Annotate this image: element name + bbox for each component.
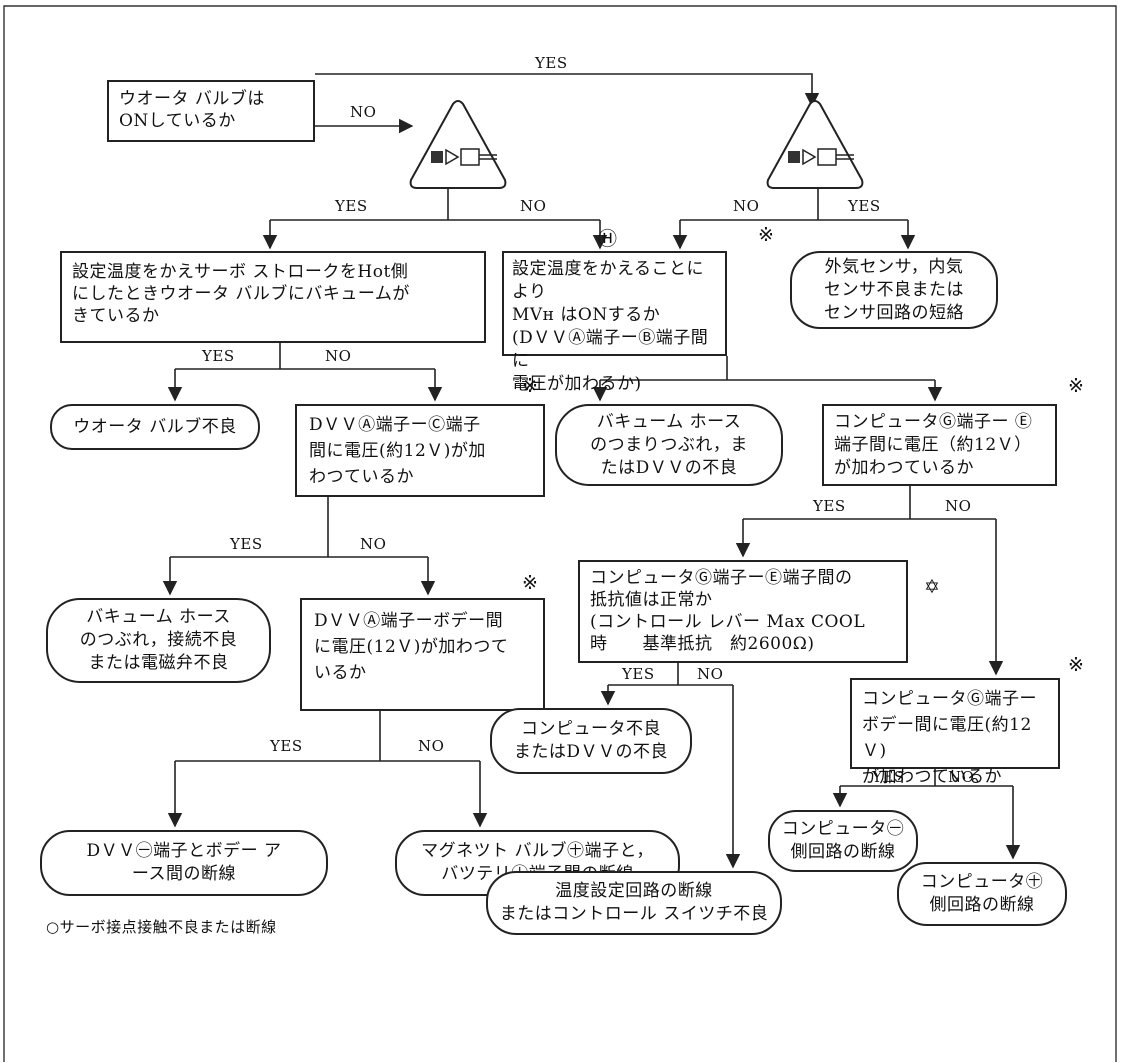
question-computer-g-body-voltage: コンピュータⒼ端子ー ボデー間に電圧(約12Ｖ) が加わつているか bbox=[850, 678, 1060, 787]
yes-label: YES bbox=[872, 768, 905, 786]
result-computer-dvv-bad: コンピュータ不良 またはDＶＶの不良 bbox=[490, 708, 692, 774]
no-label: NO bbox=[350, 103, 377, 121]
result-temp-circuit-switch: 温度設定回路の断線 またはコントロール スイツチ不良 bbox=[486, 871, 782, 935]
no-label: NO bbox=[948, 768, 974, 786]
check-triangle-icon bbox=[766, 100, 864, 189]
result-vacuum-hose-dvv: バキューム ホース のつまりつぶれ，ま たはDＶＶの不良 bbox=[555, 404, 783, 486]
question-dvv-a-c-voltage: DＶＶⒶ端子ーⒸ端子 間に電圧(約12Ｖ)が加 わつているか bbox=[295, 404, 545, 497]
yes-label: YES bbox=[622, 665, 655, 683]
no-label: NO bbox=[325, 347, 352, 365]
no-label: NO bbox=[945, 497, 972, 515]
note-mark: ※ bbox=[1068, 375, 1084, 397]
yes-label: YES bbox=[202, 347, 235, 365]
yes-label: YES bbox=[813, 497, 846, 515]
check-triangle-icon bbox=[409, 100, 507, 189]
no-label: NO bbox=[520, 197, 547, 215]
yes-label: YES bbox=[535, 54, 568, 72]
yes-label: YES bbox=[270, 737, 303, 755]
yes-label: YES bbox=[335, 197, 368, 215]
question-vacuum-at-hot: 設定温度をかえサーボ ストロークをHot側 にしたときウオータ バルブにバキュー… bbox=[60, 251, 486, 343]
note-mark: ※ bbox=[758, 224, 774, 246]
no-label: NO bbox=[697, 665, 724, 683]
question-computer-g-e-voltage: コンピュータⒼ端子ー Ⓔ 端子間に電圧（約12Ｖ） が加わつているか bbox=[822, 404, 1057, 486]
result-sensor-short: 外気センサ，内気 センサ不良または センサ回路の短絡 bbox=[790, 251, 998, 329]
yes-label: YES bbox=[848, 197, 881, 215]
result-vacuum-hose-solenoid: バキューム ホース のつぶれ，接続不良 または電磁弁不良 bbox=[46, 598, 271, 683]
result-water-valve-bad: ウオータ バルブ不良 bbox=[50, 404, 260, 450]
question-water-valve-on: ウオータ バルブは ONしているか bbox=[107, 80, 315, 142]
question-computer-g-e-resistance: コンピュータⒼ端子ーⒺ端子間の 抵抗値は正常か (コントロール レバー Max … bbox=[578, 560, 908, 663]
no-label: NO bbox=[733, 197, 760, 215]
star-mark: ✡ bbox=[924, 576, 940, 598]
note-mark: ※ bbox=[522, 375, 538, 397]
question-dvv-a-body-voltage: DＶＶⒶ端子ーボデー間 に電圧(12Ｖ)が加わつて いるか bbox=[300, 598, 545, 711]
result-dvv-minus-body-open: DＶＶ㊀端子とボデー ア ース間の断線 bbox=[40, 830, 328, 896]
yes-label: YES bbox=[230, 535, 263, 553]
no-label: NO bbox=[418, 737, 445, 755]
note-mark: ※ bbox=[1068, 654, 1084, 676]
footnote: ○サーボ接点接触不良または断線 bbox=[46, 918, 277, 936]
note-mark: ※ bbox=[522, 572, 538, 594]
result-computer-plus-open: コンピュータ㊉ 側回路の断線 bbox=[897, 862, 1067, 926]
result-computer-minus-open: コンピュータ㊀ 側回路の断線 bbox=[768, 810, 918, 872]
question-mvh-on: 設定温度をかえることにより MVн はONするか (DＶＶⒶ端子ーⒷ端子間に 電… bbox=[502, 251, 727, 394]
no-label: NO bbox=[360, 535, 387, 553]
h-mark: Ⓗ bbox=[598, 228, 618, 250]
